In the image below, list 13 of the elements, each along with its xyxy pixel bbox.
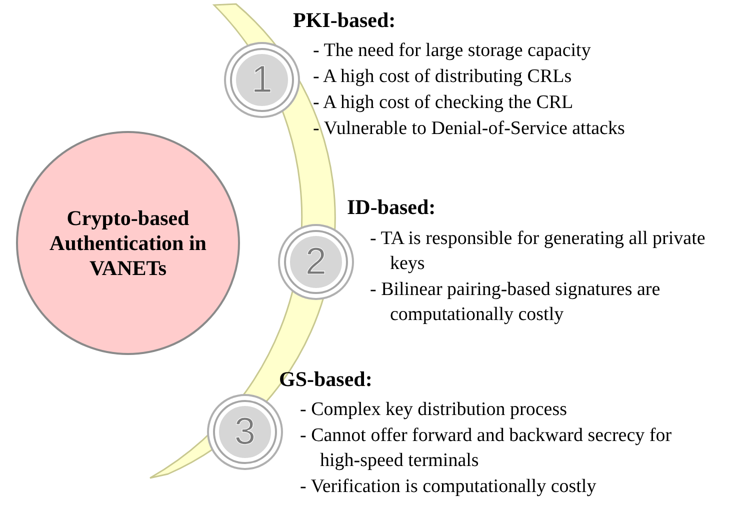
bullet-text: - TA is responsible for generating all private keys <box>370 227 706 276</box>
bullet-text: - Complex key distribution process <box>300 398 568 422</box>
section-heading: PKI-based: <box>293 8 396 33</box>
bullet-text: - A high cost of checking the CRL <box>313 91 574 115</box>
bullet-text: - Bilinear pairing-based signatures are computationally costly <box>370 278 662 327</box>
bullet-text: - Verification is computationally costly <box>300 475 598 499</box>
bullet-text: - Cannot offer forward and backward secrecy for high-speed terminals <box>300 424 673 473</box>
topic-circle: Crypto-based Authentication in VANETs <box>16 131 240 355</box>
bullet-text: - Vulnerable to Denial-of-Service attacks <box>313 117 626 141</box>
section-heading: GS-based: <box>279 367 372 392</box>
bullet-text: - The need for large storage capacity <box>313 39 592 63</box>
section-heading: ID-based: <box>347 195 436 220</box>
bullet-text: - A high cost of distributing CRLs <box>313 65 573 89</box>
